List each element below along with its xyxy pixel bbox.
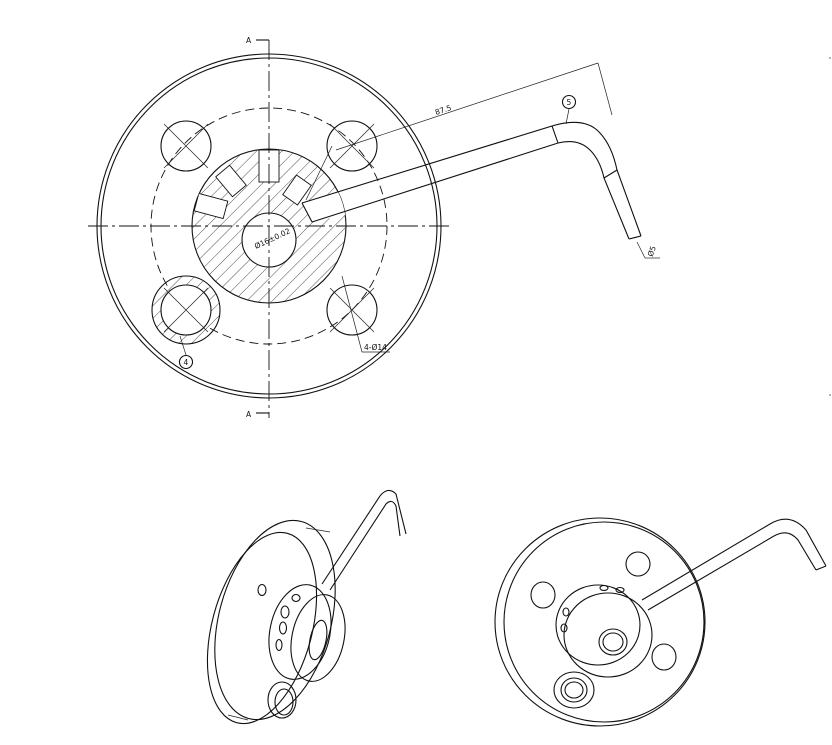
bolt-hole-centermarks (163, 123, 375, 333)
bolt-hole-top-right (326, 120, 378, 172)
isometric-view-right (494, 517, 827, 727)
svg-text:5: 5 (567, 98, 572, 107)
dimension-length: 87.5 (305, 62, 613, 201)
radial-hole-lower-left (193, 192, 229, 220)
dimension-rod: Ø5 (636, 241, 660, 259)
top-view: A A 87.5 Ø16±0.02 4-Ø14 (88, 36, 831, 419)
bolt-hole-bottom-right (326, 284, 378, 336)
bolt-hole-top-left (160, 120, 212, 172)
section-label-bottom: A (246, 410, 252, 419)
svg-text:Ø5: Ø5 (646, 244, 658, 257)
bent-rod (301, 121, 642, 240)
balloon-4: 4 (178, 335, 194, 370)
balloon-5: 5 (561, 94, 577, 125)
svg-text:87.5: 87.5 (434, 103, 453, 117)
radial-hole-right (282, 174, 312, 206)
dimension-holes: 4-Ø14 (341, 275, 390, 353)
svg-text:4: 4 (184, 358, 189, 367)
section-label-top: A (246, 36, 252, 45)
svg-text:4-Ø14: 4-Ø14 (364, 343, 387, 352)
radial-hole-left (215, 164, 247, 198)
isometric-view-left (206, 489, 407, 725)
